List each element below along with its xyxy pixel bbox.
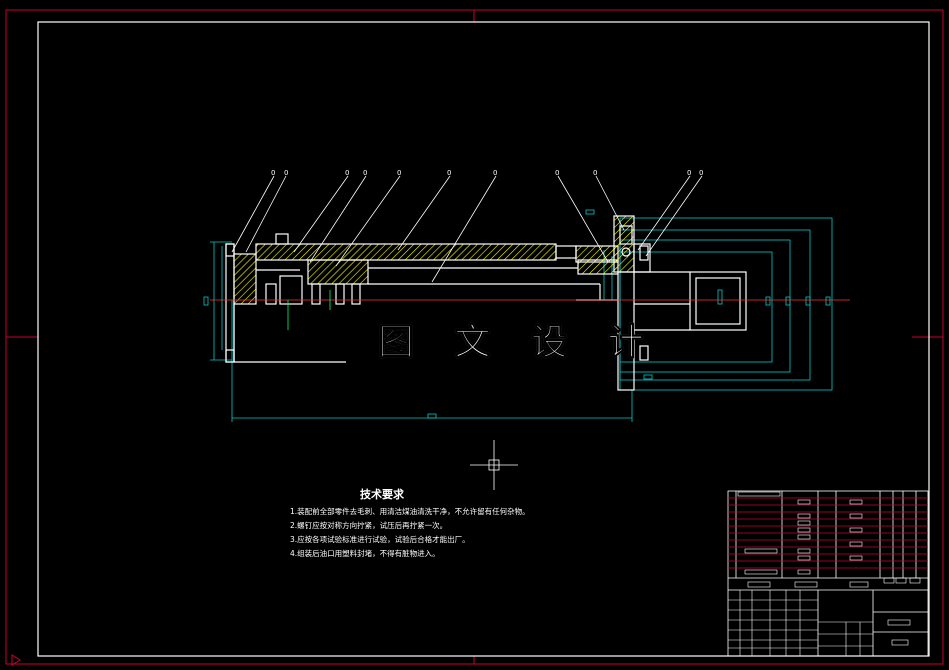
dimension-lines [203,209,833,422]
cursor-crosshair [470,440,518,490]
balloon-7: 0 [493,169,497,177]
balloon-6: 0 [447,169,451,177]
tech-requirement-3: 3.应按各项试验标准进行试验，试验后合格才能出厂。 [290,535,470,544]
tech-requirement-2: 2.螺钉应按对称方向拧紧，试压后再拧紧一次。 [290,521,448,530]
part-balloons: 0 0 0 0 0 0 0 0 0 0 0 [271,169,703,177]
parts-list-entries [737,491,921,646]
leader-lines [231,175,703,283]
balloon-10: 0 [687,169,691,177]
sheet-border [5,9,944,666]
balloon-8: 0 [555,169,559,177]
balloon-1: 0 [271,169,275,177]
cylinder-assembly [225,215,747,391]
tech-requirement-1: 1.装配前全部零件去毛刺、用清洁煤油清洗干净，不允许留有任何杂物。 [290,507,530,516]
balloon-9: 0 [593,169,597,177]
tech-requirement-4: 4.组装后油口用塑料封堵，不得有脏物进入。 [290,549,440,558]
balloon-5: 0 [397,169,401,177]
title-block [727,490,929,657]
title-block-grid [728,590,873,656]
balloon-11: 0 [699,169,703,177]
drawing-frame [37,21,930,657]
watermark-text: 图 文 设 计 [378,322,658,364]
balloon-4: 0 [363,169,367,177]
tech-requirements-title: 技术要求 [360,488,404,501]
parts-list-rows [728,497,928,569]
balloon-3: 0 [345,169,349,177]
balloon-2: 0 [284,169,288,177]
green-centermarks [287,290,331,330]
